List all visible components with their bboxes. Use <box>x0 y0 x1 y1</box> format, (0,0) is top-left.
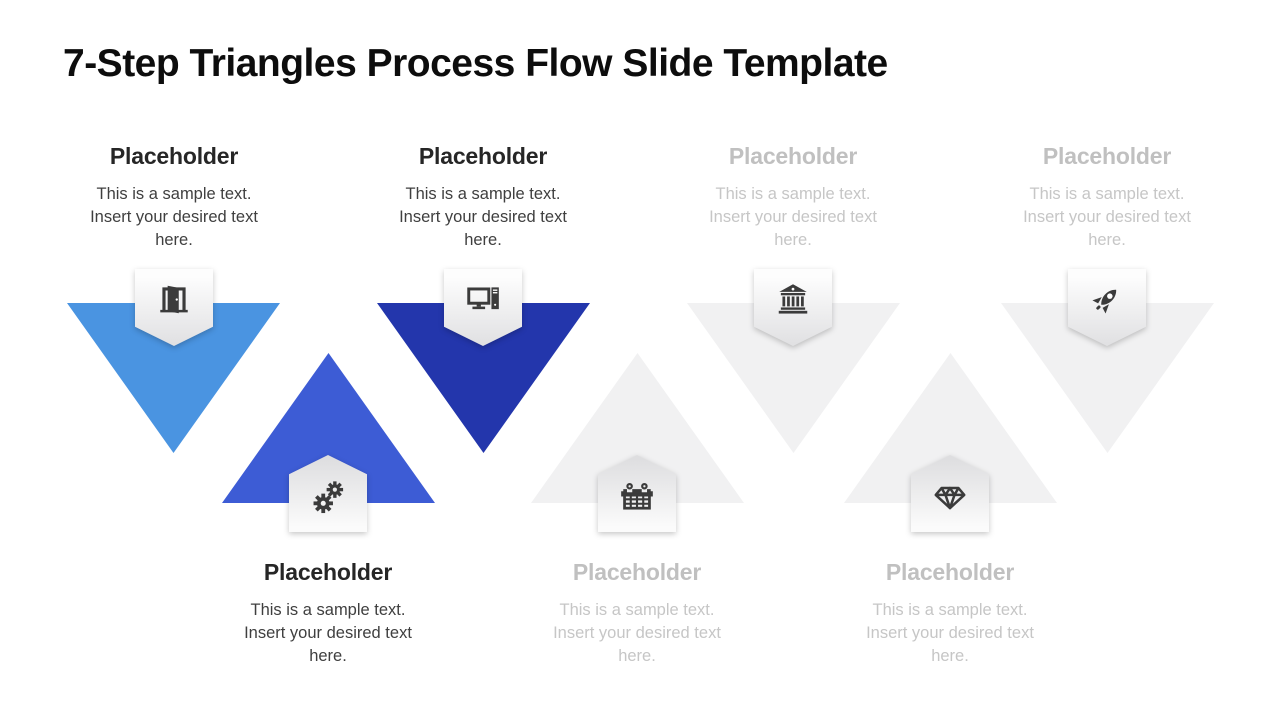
badge-step-4 <box>598 455 676 532</box>
step-1-text-block: Placeholder This is a sample text. Inser… <box>69 143 279 252</box>
door-icon <box>160 285 188 314</box>
badge-step-6 <box>911 455 989 532</box>
step-1-body: This is a sample text. Insert your desir… <box>90 185 258 249</box>
badge-step-5 <box>754 269 832 346</box>
step-4-body: This is a sample text. Insert your desir… <box>553 601 721 665</box>
badge-step-7 <box>1068 269 1146 346</box>
calendar-icon <box>621 482 653 510</box>
step-2-body: This is a sample text. Insert your desir… <box>244 601 412 665</box>
step-3-body: This is a sample text. Insert your desir… <box>399 185 567 249</box>
step-2-text-block: Placeholder This is a sample text. Inser… <box>223 559 433 668</box>
slide-title: 7-Step Triangles Process Flow Slide Temp… <box>63 42 888 85</box>
desktop-computer-icon <box>467 287 499 310</box>
step-3-heading: Placeholder <box>418 143 548 169</box>
step-4-heading: Placeholder <box>572 559 702 585</box>
step-1-heading: Placeholder <box>109 143 239 169</box>
step-6-body: This is a sample text. Insert your desir… <box>866 601 1034 665</box>
step-7-text-block: Placeholder This is a sample text. Inser… <box>1002 143 1212 252</box>
diamond-icon <box>934 486 966 510</box>
step-5-text-block: Placeholder This is a sample text. Inser… <box>688 143 898 252</box>
badge-step-1 <box>135 269 213 346</box>
step-2-heading: Placeholder <box>263 559 393 585</box>
gears-icon <box>313 481 344 514</box>
step-3-text-block: Placeholder This is a sample text. Inser… <box>378 143 588 252</box>
step-7-body: This is a sample text. Insert your desir… <box>1023 185 1191 249</box>
badge-step-2 <box>289 455 367 532</box>
step-5-body: This is a sample text. Insert your desir… <box>709 185 877 249</box>
rocket-icon <box>1092 289 1117 314</box>
step-4-text-block: Placeholder This is a sample text. Inser… <box>532 559 742 668</box>
step-6-heading: Placeholder <box>885 559 1015 585</box>
step-7-heading: Placeholder <box>1042 143 1172 169</box>
bank-icon <box>778 284 808 314</box>
step-5-heading: Placeholder <box>728 143 858 169</box>
badge-step-3 <box>444 269 522 346</box>
step-6-text-block: Placeholder This is a sample text. Inser… <box>845 559 1055 668</box>
